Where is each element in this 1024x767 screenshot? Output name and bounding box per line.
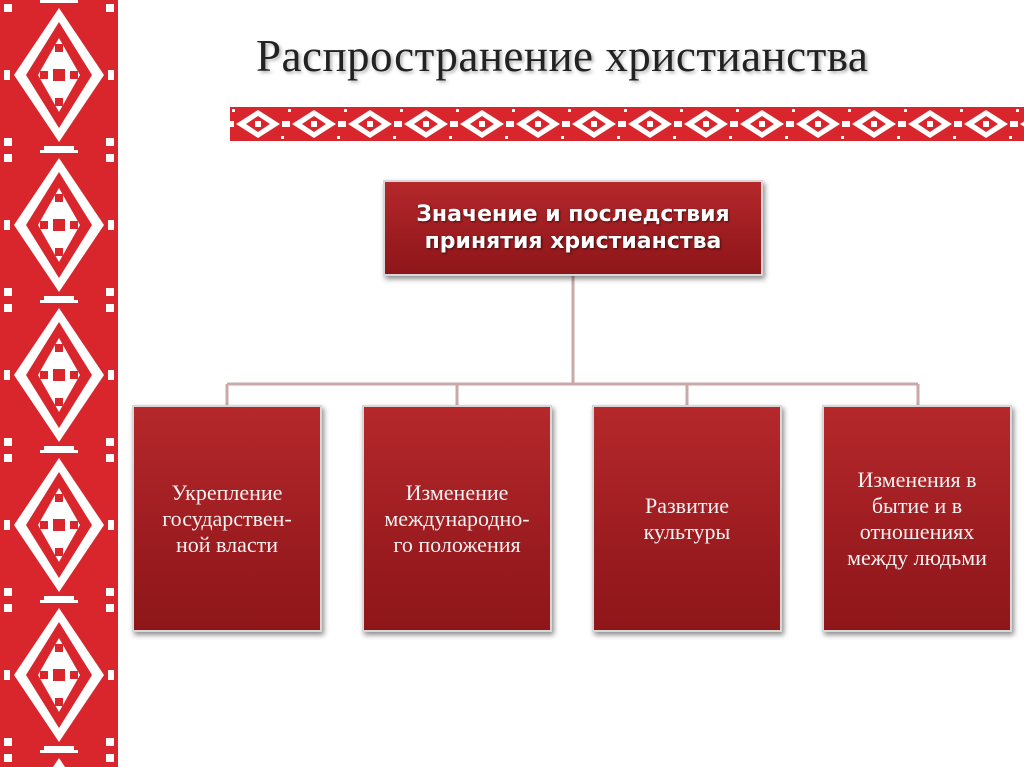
child-node-3: Развитие культуры — [592, 405, 782, 632]
child-node-label: Укрепление государствен- ной власти — [162, 479, 292, 557]
child-node-label: Развитие культуры — [643, 492, 731, 544]
root-node-label: Значение и последствия принятия христиан… — [416, 202, 730, 254]
child-node-4: Изменения в бытие и в отношениях между л… — [822, 405, 1012, 632]
ornament-band — [230, 107, 1024, 141]
child-node-1: Укрепление государствен- ной власти — [132, 405, 322, 632]
child-node-label: Изменение международно- го положения — [384, 479, 530, 557]
ornament-left — [0, 0, 118, 767]
child-node-label: Изменения в бытие и в отношениях между л… — [847, 466, 987, 570]
root-node: Значение и последствия принятия христиан… — [383, 180, 763, 276]
child-node-2: Изменение международно- го положения — [362, 405, 552, 632]
page-title: Распространение христианства — [256, 31, 869, 81]
